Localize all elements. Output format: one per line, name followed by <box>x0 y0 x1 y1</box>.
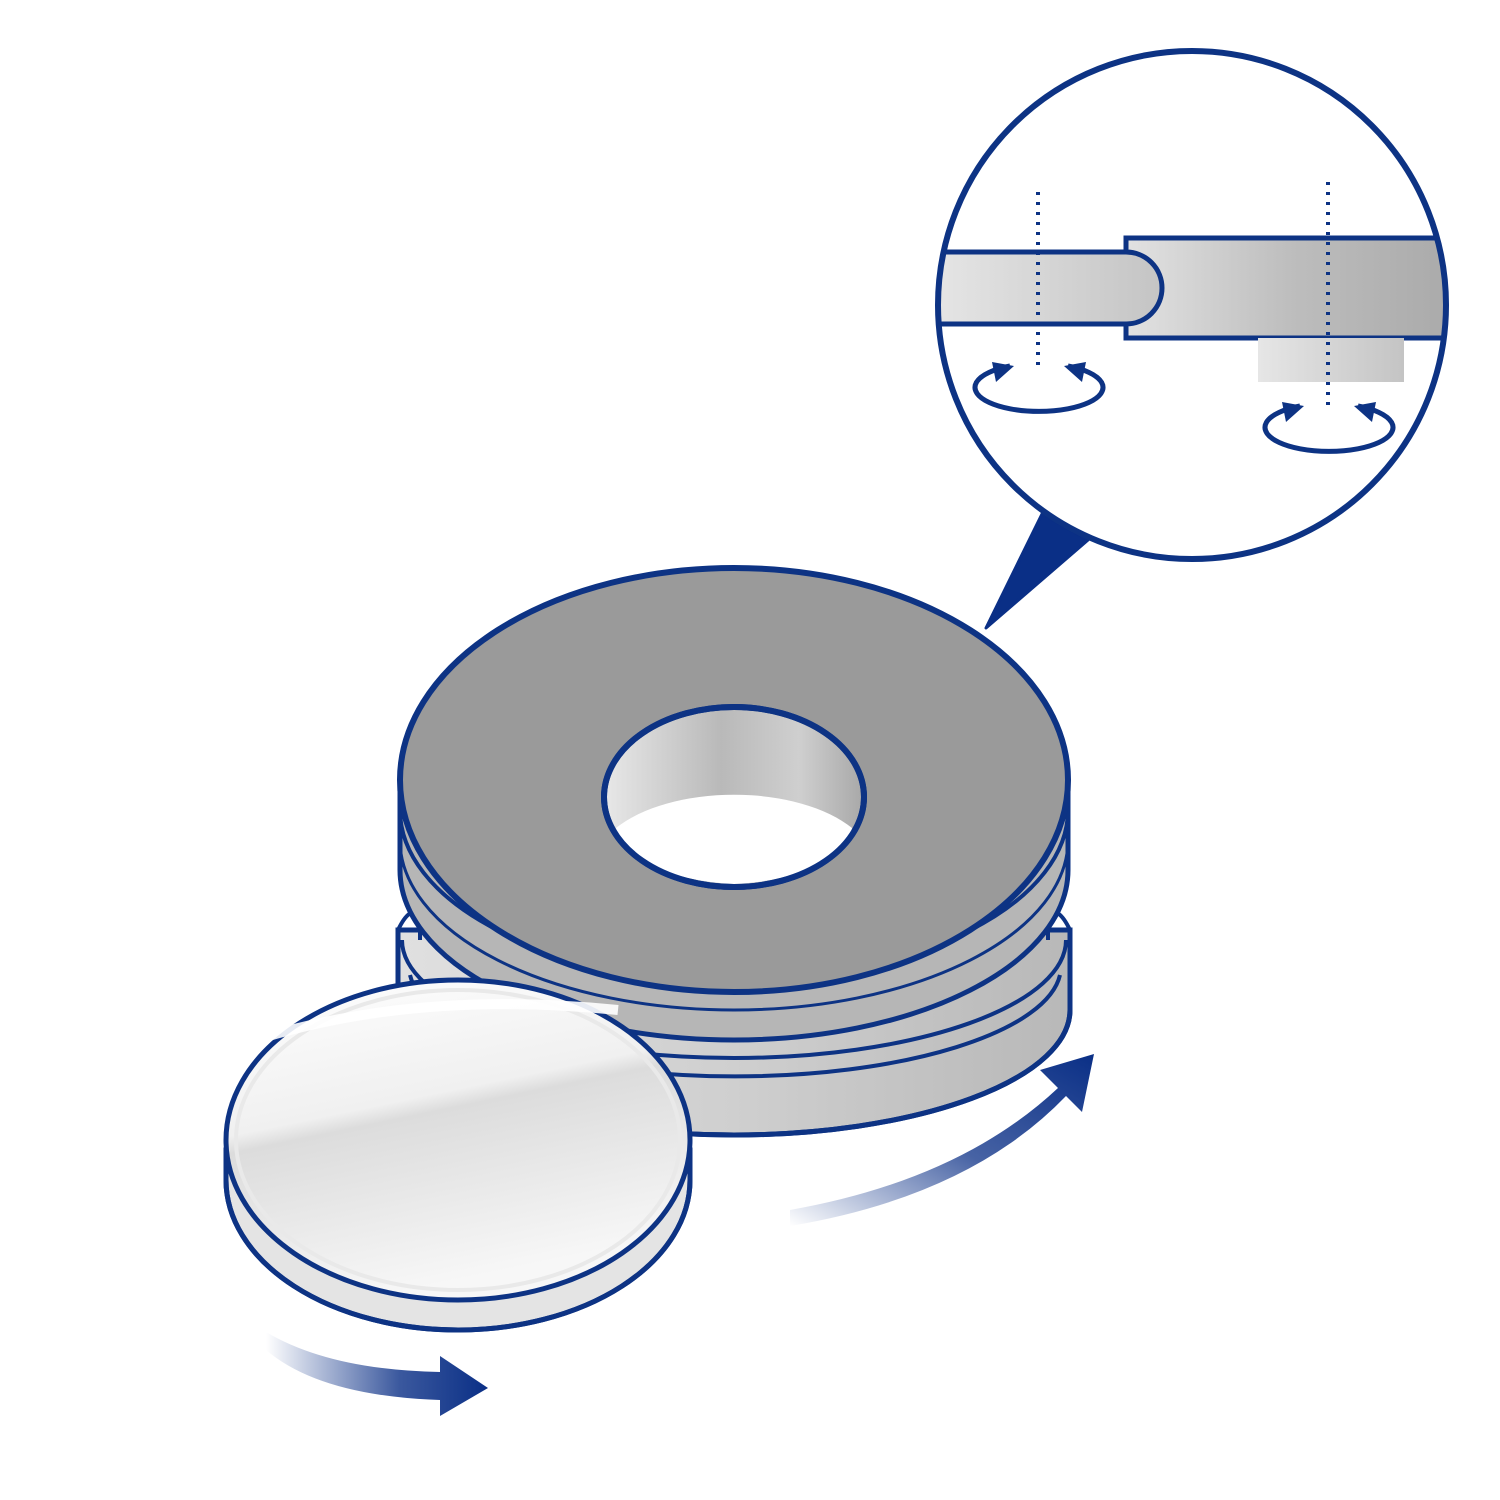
curved-arrow-icon <box>266 1332 488 1416</box>
center-bore <box>601 704 867 890</box>
cross-section-view <box>938 182 1446 454</box>
curved-arrow-icon <box>790 1054 1094 1226</box>
cap-face <box>223 977 693 1303</box>
protective-cap-disc <box>223 977 693 1333</box>
rotate-arrows-icon <box>1262 402 1396 454</box>
detail-callout <box>935 48 1449 630</box>
rotate-arrows-icon <box>972 362 1106 414</box>
